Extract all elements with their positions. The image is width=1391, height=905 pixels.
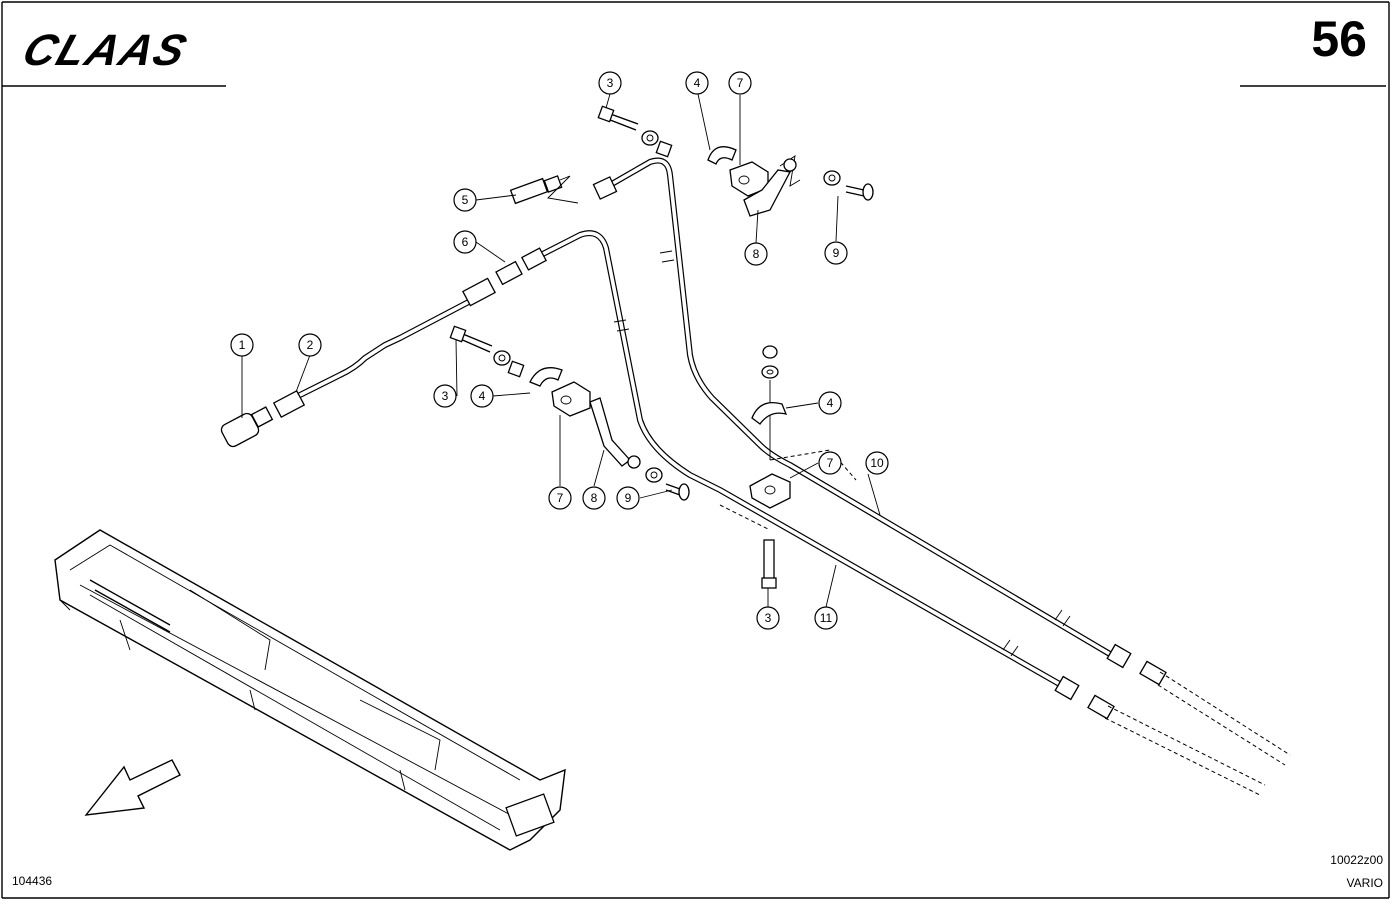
svg-text:5: 5 — [462, 193, 469, 207]
adapter-6 — [495, 260, 523, 286]
svg-text:9: 9 — [625, 491, 632, 505]
svg-text:4: 4 — [694, 76, 701, 90]
svg-text:7: 7 — [827, 456, 834, 470]
callout-5: 5 — [453, 188, 477, 212]
claas-logo: CLAAS — [17, 25, 195, 75]
clamp-group-right — [719, 345, 857, 589]
svg-text:4: 4 — [827, 396, 834, 410]
header-frame-illustration — [54, 529, 566, 851]
svg-text:7: 7 — [557, 491, 564, 505]
callout-2: 2 — [298, 333, 322, 357]
pipe-11 — [532, 230, 1080, 701]
callout-3-middle: 3 — [433, 384, 457, 408]
svg-text:3: 3 — [607, 76, 614, 90]
callout-7-top: 7 — [728, 71, 752, 95]
callout-4-middle: 4 — [470, 384, 494, 408]
brand-text: CLAAS — [17, 25, 195, 75]
clamp-group-top — [597, 105, 874, 217]
clamp-group-middle — [449, 325, 690, 501]
callout-3-top: 3 — [598, 71, 622, 95]
callout-4-right: 4 — [818, 391, 842, 415]
hose-assembly — [220, 247, 547, 448]
direction-arrow-icon — [84, 759, 181, 816]
callout-3-bottom: 3 — [756, 606, 780, 630]
reference-code: 10022z00 — [1330, 853, 1383, 867]
svg-text:7: 7 — [737, 76, 744, 90]
callout-9-middle: 9 — [616, 486, 640, 510]
callout-8-top: 8 — [744, 242, 768, 266]
leader-lines — [241, 93, 881, 608]
svg-text:2: 2 — [307, 338, 314, 352]
callout-7-right: 7 — [818, 451, 842, 475]
drawing-number: 104436 — [12, 874, 53, 888]
svg-text:4: 4 — [479, 389, 486, 403]
callout-11: 11 — [814, 606, 838, 630]
svg-text:6: 6 — [462, 235, 469, 249]
callout-6: 6 — [453, 230, 477, 254]
page-number: 56 — [1311, 11, 1367, 67]
callouts: 1 2 3 4 7 5 6 8 9 3 4 7 8 9 4 7 10 3 11 — [230, 71, 889, 630]
pipe-10 — [607, 157, 1132, 669]
callout-9-top: 9 — [824, 241, 848, 265]
fitting-5 — [509, 175, 618, 205]
callout-10: 10 — [865, 451, 889, 475]
callout-8-middle: 8 — [582, 486, 606, 510]
callout-1: 1 — [230, 333, 254, 357]
svg-text:10: 10 — [870, 456, 884, 470]
callout-7-middle: 7 — [548, 486, 572, 510]
callout-4-top: 4 — [685, 71, 709, 95]
svg-text:1: 1 — [239, 338, 246, 352]
model-name: VARIO — [1346, 876, 1383, 890]
svg-text:8: 8 — [753, 247, 760, 261]
svg-text:3: 3 — [442, 389, 449, 403]
fitting-2 — [272, 389, 306, 419]
svg-text:11: 11 — [820, 611, 833, 625]
svg-text:3: 3 — [765, 611, 772, 625]
svg-text:8: 8 — [591, 491, 598, 505]
pipe-end-connectors — [1087, 660, 1291, 796]
svg-text:9: 9 — [833, 246, 840, 260]
